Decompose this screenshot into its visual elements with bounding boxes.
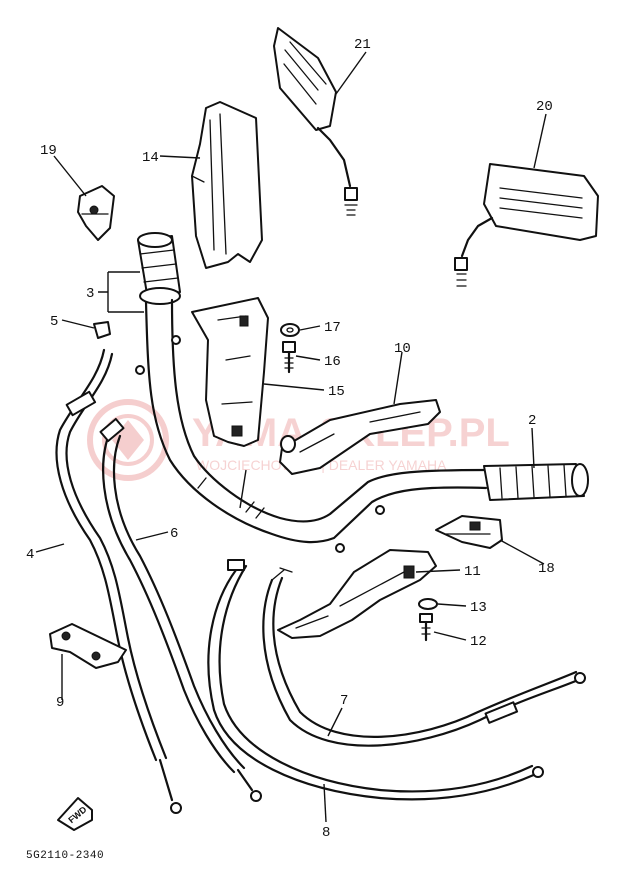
label-14: 14	[142, 150, 159, 166]
label-19: 19	[40, 143, 57, 159]
part-12-bolt	[419, 613, 433, 642]
part-5-clip	[93, 321, 111, 339]
label-16: 16	[324, 354, 341, 370]
label-10: 10	[394, 341, 411, 357]
leader-lines	[35, 51, 547, 823]
label-7: 7	[340, 693, 348, 709]
part-number-labels: 21 20 14 19 3 5 17 16 15 10 2 4 6 11 18 …	[26, 37, 555, 841]
label-6: 6	[170, 526, 178, 542]
label-2: 2	[528, 413, 536, 429]
label-21: 21	[354, 37, 371, 53]
part-11-lever	[277, 549, 437, 639]
part-19-clamp	[77, 185, 115, 241]
part-6-cable	[99, 417, 262, 802]
label-3: 3	[86, 286, 94, 302]
part-4-cable	[55, 348, 182, 814]
label-11: 11	[464, 564, 481, 580]
part-16-bolt	[282, 341, 296, 374]
part-18-switch	[435, 515, 503, 549]
label-18: 18	[538, 561, 555, 577]
part-21-mirror-left	[273, 27, 358, 216]
part-2-grip-right	[483, 463, 589, 501]
part-7-cable	[262, 567, 586, 747]
label-13: 13	[470, 600, 487, 616]
fwd-arrow-icon: FWD	[57, 797, 93, 831]
part-13-nut	[418, 598, 438, 610]
part-9-bracket	[49, 623, 127, 669]
label-12: 12	[470, 634, 487, 650]
part-14-switch-cover	[191, 101, 263, 269]
label-17: 17	[324, 320, 341, 336]
part-20-mirror-right	[454, 163, 599, 287]
part-15-holder	[191, 297, 269, 447]
part-17-washer	[280, 323, 300, 337]
label-5: 5	[50, 314, 58, 330]
label-9: 9	[56, 695, 64, 711]
part-8-cable	[207, 559, 544, 801]
figure-code: 5G2110-2340	[26, 850, 104, 862]
label-4: 4	[26, 547, 34, 563]
label-20: 20	[536, 99, 553, 115]
part-10-lever-holder	[279, 399, 441, 475]
label-15: 15	[328, 384, 345, 400]
part-3-grip-left	[137, 232, 181, 305]
handlebar-tube	[135, 298, 488, 553]
label-8: 8	[322, 825, 330, 841]
